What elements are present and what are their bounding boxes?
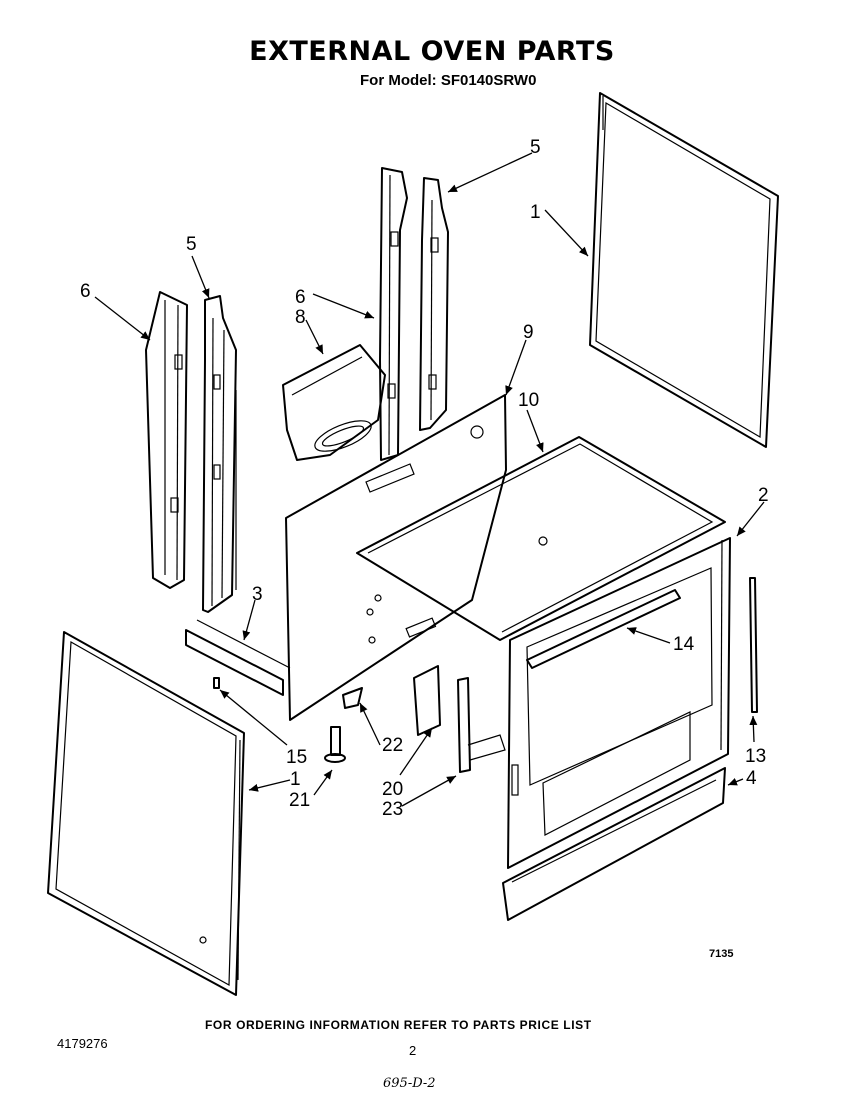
callout-4: 4 xyxy=(746,768,757,789)
callout-6-left: 6 xyxy=(80,281,91,302)
document-number: 4179276 xyxy=(57,1036,108,1051)
callout-9: 9 xyxy=(523,322,534,343)
part-side-trim xyxy=(749,577,758,713)
callout-5-left: 5 xyxy=(186,234,197,255)
callout-1-right: 1 xyxy=(530,202,541,223)
part-oven-top xyxy=(356,436,726,641)
part-vent-duct xyxy=(282,344,386,461)
part-mounting-bracket xyxy=(413,665,441,736)
callout-10: 10 xyxy=(518,390,539,411)
part-leveling-leg xyxy=(324,726,346,763)
part-screw xyxy=(213,677,220,689)
callout-2: 2 xyxy=(758,485,769,506)
part-oven-front-frame xyxy=(507,537,731,869)
callout-20: 20 xyxy=(382,779,403,800)
callout-13: 13 xyxy=(745,746,766,767)
callout-22: 22 xyxy=(382,735,403,756)
part-bottom-bracket xyxy=(185,619,291,696)
part-back-panel xyxy=(285,394,507,721)
part-kick-plate xyxy=(502,767,726,921)
handwritten-note: 695-D-2 xyxy=(383,1076,436,1091)
callout-5-right: 5 xyxy=(530,137,541,158)
model-subtitle: For Model: SF0140SRW0 xyxy=(360,72,537,89)
page-title: EXTERNAL OVEN PARTS xyxy=(249,36,615,67)
part-hinge xyxy=(457,677,506,773)
part-rail-center xyxy=(379,167,408,461)
callout-6-center: 6 xyxy=(295,287,306,308)
callout-14: 14 xyxy=(673,634,695,655)
page-number: 2 xyxy=(409,1043,417,1058)
callout-3: 3 xyxy=(252,584,263,605)
part-side-bracket-left xyxy=(202,295,237,613)
part-side-bracket-right xyxy=(419,177,449,431)
leader-lines xyxy=(94,152,765,807)
callout-21: 21 xyxy=(289,790,310,811)
callout-1-left: 1 xyxy=(290,769,301,790)
part-side-panel-left xyxy=(47,631,245,996)
callout-8: 8 xyxy=(295,307,306,328)
ordering-info-note: FOR ORDERING INFORMATION REFER TO PARTS … xyxy=(205,1018,592,1032)
callout-15: 15 xyxy=(286,747,307,768)
callout-23: 23 xyxy=(382,799,403,820)
figure-number: 7135 xyxy=(709,948,734,960)
part-trim-strip xyxy=(526,589,681,669)
part-side-panel-right xyxy=(589,92,779,448)
part-rail-left xyxy=(145,291,188,589)
part-clip xyxy=(342,687,363,709)
